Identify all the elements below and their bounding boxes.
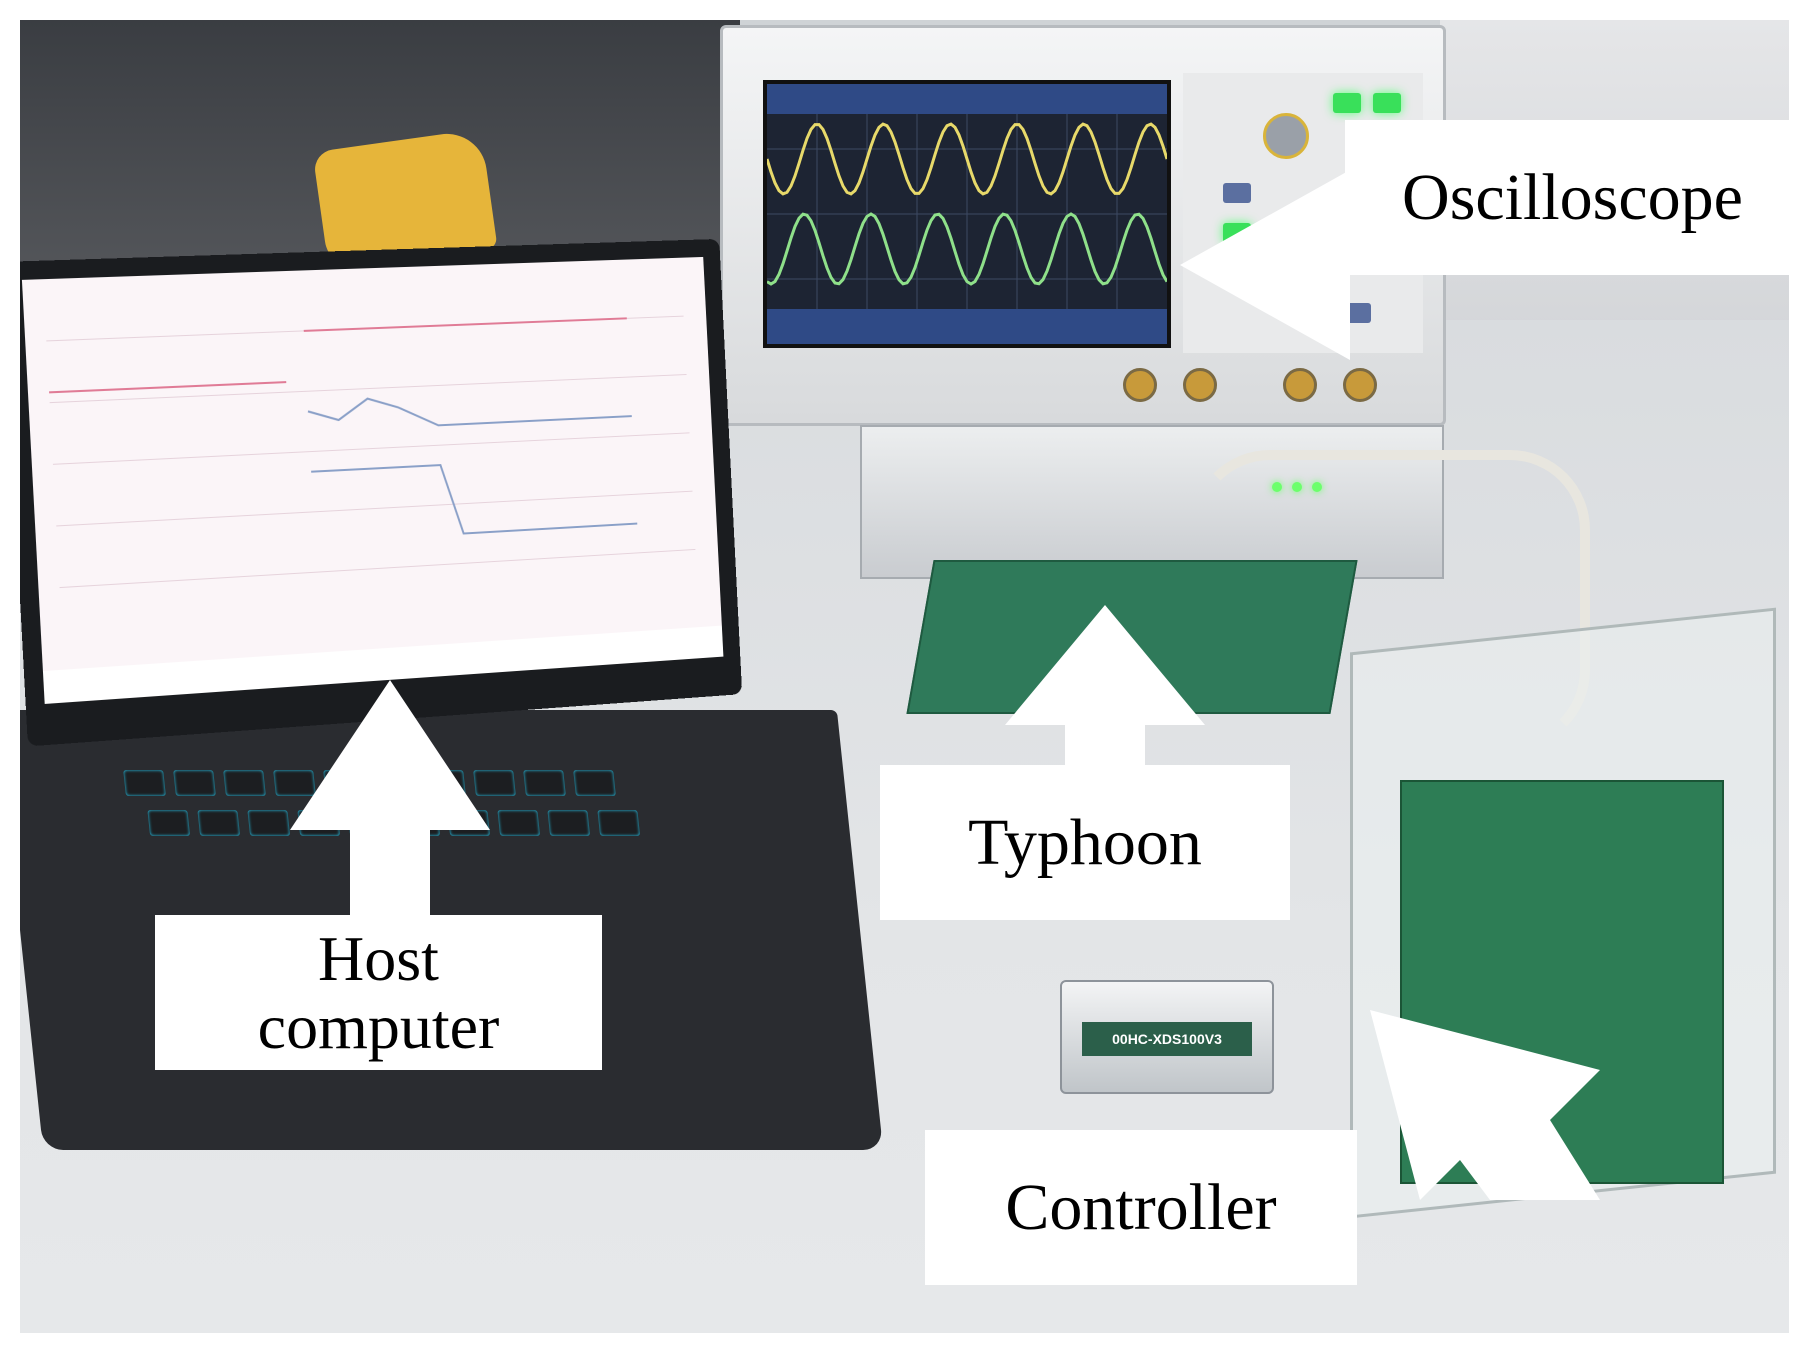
key [173,770,216,796]
scope-port [1343,368,1377,402]
lab-photo: ALIENWARE 00HC-XDS100V3 Oscilloscope Typ… [20,20,1789,1333]
label-typhoon: Typhoon [880,765,1290,920]
key [197,810,241,836]
label-oscilloscope-text: Oscilloscope [1402,160,1743,234]
controller-arrow-icon [1370,1010,1600,1200]
host-arrow-icon [290,680,490,940]
label-controller-text: Controller [1005,1170,1277,1244]
jtag-emulator: 00HC-XDS100V3 [1060,980,1274,1094]
label-oscilloscope: Oscilloscope [1345,120,1789,275]
scope-button [1333,93,1361,113]
status-led [1312,482,1322,492]
emulator-model: 00HC-XDS100V3 [1112,1031,1222,1047]
status-led [1272,482,1282,492]
key [597,810,641,836]
key [497,810,541,836]
oscilloscope-waveforms [765,84,1169,344]
scope-knob [1263,113,1309,159]
scope-port [1183,368,1217,402]
key [223,770,266,796]
waveform-channel-2 [766,212,1169,286]
key [573,770,616,796]
key [247,810,291,836]
laptop-display: ALIENWARE [21,256,724,704]
label-host-line1: Host [318,923,439,995]
label-host-line2: computer [257,990,500,1062]
label-typhoon-text: Typhoon [968,805,1202,879]
oscilloscope-screen [763,80,1171,348]
scope-button [1223,183,1251,203]
scope-port [1123,368,1157,402]
status-led [1292,482,1302,492]
emulator-label-band: 00HC-XDS100V3 [1082,1022,1252,1056]
waveform-channel-1 [765,122,1169,196]
key [123,770,166,796]
laptop-lid: ALIENWARE [20,238,743,747]
key [547,810,591,836]
laptop-plot [42,257,724,704]
scope-port [1283,368,1317,402]
key [147,810,191,836]
typhoon-arrow-icon [1005,605,1205,795]
cable [1190,450,1590,750]
key [523,770,566,796]
label-controller: Controller [925,1130,1357,1285]
oscilloscope-arrow-icon [1180,170,1350,360]
scope-button [1373,93,1401,113]
label-host-computer: Host computer [155,915,602,1070]
